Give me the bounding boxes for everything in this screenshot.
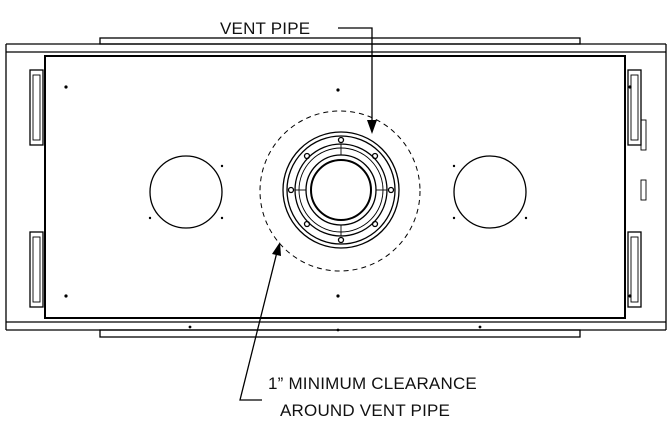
outer-frame: [5, 37, 667, 338]
clearance-leader: [239, 242, 281, 401]
clearance-label-line2: AROUND VENT PIPE: [280, 401, 450, 420]
clearance-circle: [259, 110, 421, 272]
clearance-label-line1: 1” MINIMUM CLEARANCE: [268, 374, 477, 393]
side-brackets: [29, 69, 647, 308]
top-panel: [44, 55, 626, 319]
vent-pipe-leader: [338, 27, 377, 134]
vent-pipe-collar: [282, 131, 400, 249]
panel-screw-holes: [64, 85, 632, 332]
vent-pipe-label: VENT PIPE: [220, 19, 310, 38]
side-openings: [148, 155, 528, 229]
